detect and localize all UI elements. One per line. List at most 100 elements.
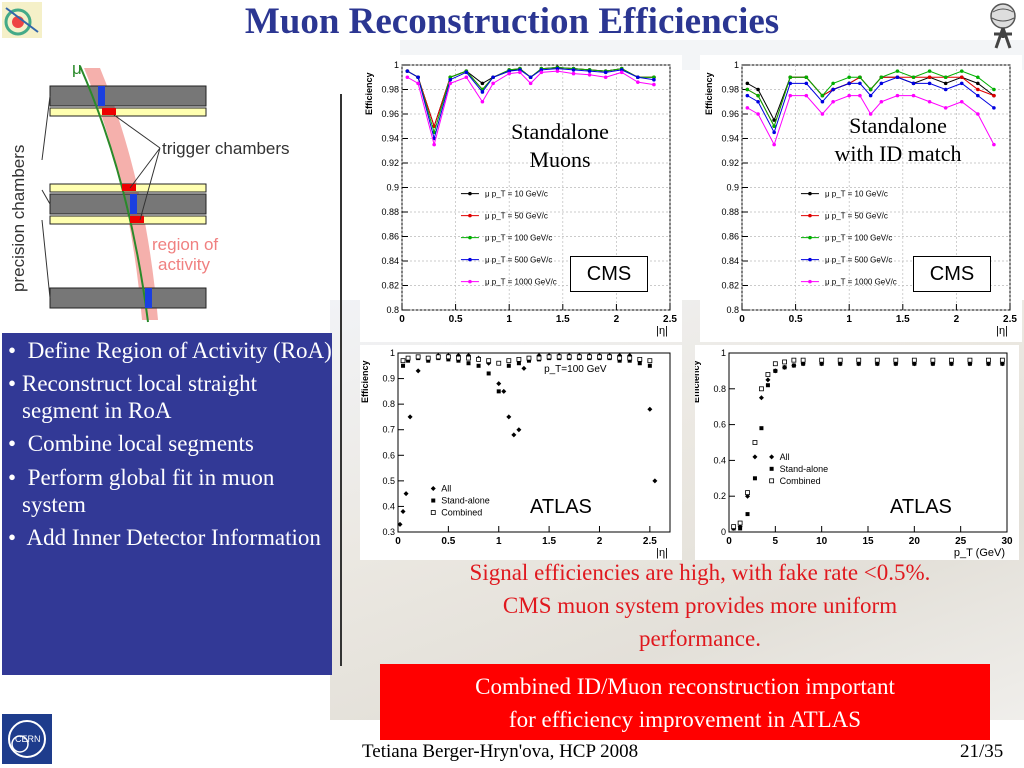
series-point bbox=[772, 142, 776, 147]
series-point bbox=[480, 99, 485, 104]
y-tick-label: 0.94 bbox=[721, 134, 739, 144]
series-line-2 bbox=[407, 66, 654, 135]
y-tick-label: 0.96 bbox=[721, 109, 739, 119]
y-tick-label: 0.92 bbox=[381, 158, 399, 168]
precision-chamber-3 bbox=[49, 287, 207, 309]
series-point bbox=[788, 81, 793, 86]
y-tick-label: 0.86 bbox=[721, 232, 739, 242]
point-combined bbox=[752, 440, 758, 445]
y-tick-label: 0.98 bbox=[721, 85, 739, 95]
legend-entry: μ p_T = 100 GeV/c bbox=[825, 234, 892, 243]
series-point bbox=[943, 87, 948, 92]
series-point bbox=[539, 70, 544, 75]
series-point bbox=[652, 82, 656, 87]
x-tick-label: 1 bbox=[506, 314, 512, 325]
y-tick-label: 0.9 bbox=[382, 374, 395, 384]
y-axis-label: Efficiency bbox=[704, 72, 714, 115]
legend-marker bbox=[769, 466, 774, 471]
point-standalone bbox=[782, 365, 787, 370]
x-tick-label: 2 bbox=[597, 536, 603, 547]
slide-title: Muon Reconstruction Efficiencies bbox=[244, 1, 780, 42]
muon-track bbox=[79, 65, 149, 323]
mu-label: μ bbox=[72, 60, 82, 78]
region-label-2: activity bbox=[158, 255, 210, 274]
precision-chamber-1 bbox=[49, 85, 207, 107]
series-point bbox=[868, 93, 873, 98]
legend-marker bbox=[808, 213, 812, 218]
point-all bbox=[752, 454, 758, 460]
atlas-label-2: ATLAS bbox=[890, 496, 952, 518]
series-point bbox=[831, 87, 835, 92]
point-standalone bbox=[765, 383, 770, 388]
legend-entry: μ p_T = 50 GeV/c bbox=[825, 212, 888, 221]
series-point bbox=[405, 75, 410, 80]
y-tick-label: 0.8 bbox=[382, 399, 395, 409]
y-tick-label: 1 bbox=[394, 60, 399, 70]
series-line-3 bbox=[407, 68, 654, 141]
point-all bbox=[647, 406, 653, 412]
point-standalone bbox=[801, 361, 806, 366]
point-standalone bbox=[819, 361, 824, 366]
series-point bbox=[943, 75, 948, 80]
point-standalone bbox=[1000, 361, 1005, 366]
series-point bbox=[432, 124, 436, 129]
series-point bbox=[879, 75, 884, 80]
x-tick-label: 2.5 bbox=[663, 314, 677, 325]
series-point bbox=[432, 142, 436, 147]
series-point bbox=[976, 87, 980, 92]
bullet-list: • Define Region of Activity (RoA) •Recon… bbox=[2, 333, 332, 675]
y-tick-label: 0.9 bbox=[386, 183, 399, 193]
series-point bbox=[636, 75, 640, 80]
point-all bbox=[415, 368, 421, 374]
series-point bbox=[587, 69, 592, 73]
series-point bbox=[976, 112, 980, 116]
point-standalone bbox=[930, 361, 935, 366]
x-tick-label: 1 bbox=[496, 536, 502, 547]
point-combined bbox=[893, 357, 899, 363]
series-point bbox=[858, 81, 862, 86]
point-combined bbox=[637, 356, 643, 362]
legend-entry: μ p_T = 1000 GeV/c bbox=[485, 278, 557, 287]
y-axis-label: Efficiency bbox=[360, 360, 370, 403]
point-combined bbox=[967, 357, 973, 363]
series-point bbox=[820, 99, 825, 104]
point-standalone bbox=[949, 361, 954, 366]
y-axis-label: Efficiency bbox=[364, 72, 374, 115]
legend-entry: All bbox=[441, 484, 451, 494]
series-point bbox=[911, 93, 916, 98]
trigger-chamber-1 bbox=[49, 107, 207, 117]
series-point bbox=[528, 81, 533, 86]
y-tick-label: 0.7 bbox=[382, 425, 395, 435]
y-tick-label: 1 bbox=[390, 348, 395, 358]
point-standalone bbox=[486, 371, 491, 376]
series-point bbox=[603, 75, 608, 80]
y-tick-label: 0.84 bbox=[381, 256, 399, 266]
x-tick-label: 2.5 bbox=[643, 536, 657, 547]
series-point bbox=[879, 81, 884, 86]
series-point bbox=[858, 75, 862, 80]
series-point bbox=[976, 75, 980, 80]
legend-entry: μ p_T = 10 GeV/c bbox=[485, 190, 548, 199]
point-combined bbox=[445, 354, 451, 360]
muon-chamber-schematic: μ trigger chambers precision chambers re… bbox=[2, 59, 314, 332]
point-combined bbox=[466, 355, 471, 361]
point-all bbox=[403, 491, 409, 497]
series-point bbox=[619, 70, 624, 75]
legend-marker bbox=[468, 279, 472, 284]
cms2-title: Standalone with ID match bbox=[834, 113, 962, 166]
legend-entry: μ p_T = 1000 GeV/c bbox=[825, 278, 897, 287]
series-point bbox=[804, 93, 809, 98]
x-tick-label: 0 bbox=[395, 536, 401, 547]
legend-entry: Combined bbox=[780, 476, 821, 486]
series-point bbox=[992, 87, 996, 92]
legend-marker bbox=[468, 213, 472, 218]
series-point bbox=[507, 71, 511, 76]
svg-text:CERN: CERN bbox=[15, 734, 41, 744]
y-tick-label: 0.92 bbox=[721, 158, 739, 168]
legend-marker bbox=[769, 478, 775, 484]
point-combined bbox=[400, 358, 406, 364]
